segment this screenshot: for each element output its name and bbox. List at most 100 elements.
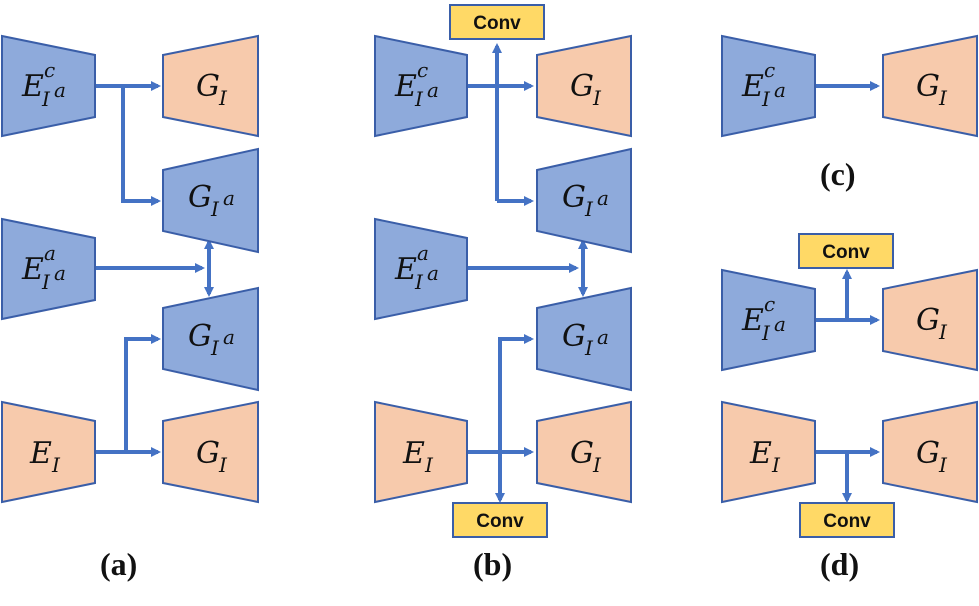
- label-a-gen-top: G I: [196, 69, 228, 110]
- svg-text:G: G: [916, 303, 940, 338]
- generator-a-top: [162, 34, 259, 138]
- conv-label-b-top: Conv: [473, 13, 521, 34]
- label-c-enc-content: E c I a: [741, 58, 786, 111]
- generator-d-bottom: [882, 400, 978, 504]
- generator-d-top: [882, 268, 978, 372]
- encoder-a-attribute: [1, 217, 96, 321]
- generator-b-attr-upper: [536, 147, 632, 254]
- panel-label-c: (c): [820, 156, 856, 192]
- panel-b: Conv Conv E c I a E a I a E I G I G: [374, 4, 632, 582]
- svg-text:a: a: [774, 312, 786, 336]
- panel-label-a: (a): [100, 546, 137, 582]
- svg-text:G: G: [196, 69, 220, 104]
- generator-a-attr-lower: [162, 286, 259, 392]
- svg-text:I: I: [771, 453, 781, 477]
- svg-text:I: I: [414, 270, 424, 294]
- svg-text:E: E: [402, 436, 425, 471]
- svg-text:I: I: [210, 197, 220, 221]
- generator-b-bottom: [536, 400, 632, 504]
- conv-box-b-top: [449, 4, 545, 40]
- svg-text:G: G: [916, 69, 940, 104]
- encoder-a-image: [1, 400, 96, 504]
- label-d-gen-bottom: G I: [916, 436, 948, 477]
- label-a-gen-attr-upper: G I a: [188, 180, 235, 221]
- svg-text:G: G: [196, 436, 220, 471]
- svg-text:I: I: [584, 197, 594, 221]
- svg-text:E: E: [394, 252, 417, 287]
- panel-a: E c I a E a I a E I G I G I a: [1, 34, 259, 582]
- svg-text:a: a: [417, 241, 429, 265]
- svg-text:a: a: [223, 186, 235, 210]
- svg-text:G: G: [570, 69, 594, 104]
- svg-text:G: G: [188, 180, 212, 215]
- svg-text:E: E: [21, 252, 44, 287]
- label-c-gen: G I: [916, 69, 948, 110]
- svg-text:a: a: [774, 78, 786, 102]
- label-b-enc-attribute: E a I a: [394, 241, 439, 294]
- svg-text:a: a: [597, 325, 609, 349]
- svg-text:a: a: [427, 78, 439, 102]
- svg-text:c: c: [764, 292, 775, 316]
- generator-b-top: [536, 34, 632, 138]
- svg-text:G: G: [562, 319, 586, 354]
- label-a-gen-bottom: G I: [196, 436, 228, 477]
- generator-c: [882, 34, 978, 138]
- generator-a-bottom: [162, 400, 259, 504]
- encoder-a-content: [1, 34, 96, 138]
- conv-label-d-bottom: Conv: [823, 511, 871, 532]
- svg-text:I: I: [41, 270, 51, 294]
- conv-box-b-bottom: [452, 502, 548, 538]
- arrow-a-enc-c-to-gia: [121, 86, 161, 206]
- svg-text:I: I: [938, 453, 948, 477]
- svg-text:I: I: [218, 86, 228, 110]
- svg-text:I: I: [51, 453, 61, 477]
- label-d-gen-top: G I: [916, 303, 948, 344]
- svg-text:a: a: [223, 325, 235, 349]
- conv-box-d-top: [798, 233, 894, 269]
- panel-label-b: (b): [473, 546, 512, 582]
- svg-text:a: a: [427, 261, 439, 285]
- svg-text:I: I: [210, 336, 220, 360]
- label-b-gen-attr-lower: G I a: [562, 319, 609, 360]
- encoder-b-image: [374, 400, 468, 504]
- svg-text:G: G: [562, 180, 586, 215]
- arrow-b-enc-i-to-gia: [498, 334, 534, 452]
- arrow-a-enc-i-to-gia: [124, 334, 161, 452]
- svg-text:I: I: [761, 321, 771, 345]
- label-b-gen-bottom: G I: [570, 436, 602, 477]
- svg-text:I: I: [424, 453, 434, 477]
- svg-text:G: G: [570, 436, 594, 471]
- svg-text:E: E: [394, 69, 417, 104]
- label-a-enc-content: E c I a: [21, 58, 66, 111]
- svg-text:E: E: [29, 436, 52, 471]
- conv-label-b-bottom: Conv: [476, 511, 524, 532]
- label-a-enc-image: E I: [29, 436, 61, 477]
- conv-label-d-top: Conv: [822, 242, 870, 263]
- label-a-gen-attr-lower: G I a: [188, 319, 235, 360]
- svg-text:I: I: [41, 87, 51, 111]
- encoder-b-attribute: [374, 217, 468, 321]
- panel-label-d: (d): [820, 546, 859, 582]
- encoder-d-content: [721, 268, 816, 372]
- svg-text:I: I: [938, 86, 948, 110]
- label-b-enc-content: E c I a: [394, 58, 439, 111]
- svg-text:I: I: [592, 453, 602, 477]
- svg-text:a: a: [597, 186, 609, 210]
- panel-c: E c I a G I (c): [721, 34, 978, 192]
- svg-text:I: I: [592, 86, 602, 110]
- svg-text:I: I: [584, 336, 594, 360]
- conv-box-d-bottom: [799, 502, 895, 538]
- label-a-enc-attribute: E a I a: [21, 241, 66, 294]
- panel-d: Conv Conv E c I a E I G I G I (d): [721, 233, 978, 582]
- encoder-d-image: [721, 400, 816, 504]
- label-b-gen-top: G I: [570, 69, 602, 110]
- svg-text:I: I: [761, 87, 771, 111]
- label-d-enc-content: E c I a: [741, 292, 786, 345]
- svg-text:E: E: [741, 303, 764, 338]
- svg-text:c: c: [44, 58, 55, 82]
- label-b-enc-image: E I: [402, 436, 434, 477]
- generator-b-attr-lower: [536, 286, 632, 392]
- svg-text:c: c: [764, 58, 775, 82]
